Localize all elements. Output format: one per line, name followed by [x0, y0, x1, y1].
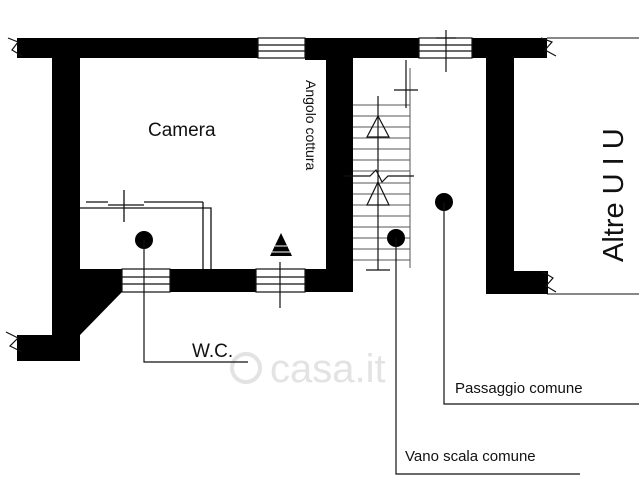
break-mark-bottom-right [542, 271, 557, 293]
break-mark-bottom-left [5, 331, 23, 353]
leader-passage [443, 202, 639, 405]
wall-right-flange-bottom [486, 271, 548, 294]
room-label-camera: Camera [148, 120, 216, 141]
window-top-room [257, 37, 306, 59]
label-other-units: Altre U I U [598, 128, 630, 262]
leader-stair [395, 238, 580, 475]
wall-central-flange [305, 38, 353, 60]
stair-arrow-up-icon [366, 114, 390, 138]
watermark-logo-icon [230, 352, 262, 384]
wall-central [326, 38, 353, 292]
wall-left-flange-top [17, 38, 80, 58]
room-label-kitchen-corner: Angolo cottura [303, 80, 319, 170]
windows [121, 30, 473, 308]
kitchen-marker [270, 233, 292, 256]
window-top-stair [418, 30, 473, 72]
break-mark-top-left [7, 37, 23, 57]
stair [343, 60, 418, 271]
break-mark-top-right [540, 37, 557, 57]
stair-arrow-up-lower-icon [366, 180, 390, 206]
label-wc: W.C. [192, 341, 233, 362]
label-common-stairwell: Vano scala comune [405, 448, 536, 465]
wall-left-flange-bottom [17, 335, 80, 361]
walls [17, 38, 548, 361]
watermark-text: casa.it [270, 347, 386, 391]
stair-direction-arrows [366, 96, 390, 271]
window-bottom-kitchen [255, 262, 306, 308]
break-marks [5, 37, 557, 353]
window-bottom-wc [121, 268, 171, 293]
wall-bottom-middle [170, 269, 256, 292]
stair-cut-line [343, 168, 414, 184]
label-common-passage: Passaggio comune [455, 380, 583, 397]
wall-bottom-left [80, 269, 122, 292]
leader-wc [143, 240, 248, 363]
hatched-triangle-icon [270, 233, 292, 256]
stair-handrail-mark [394, 60, 418, 108]
watermark: casa.it [230, 347, 386, 391]
leader-lines [143, 202, 639, 475]
stair-treads [353, 68, 411, 268]
wc-partition [80, 190, 212, 269]
wall-left [52, 38, 80, 361]
wall-right [486, 38, 514, 294]
